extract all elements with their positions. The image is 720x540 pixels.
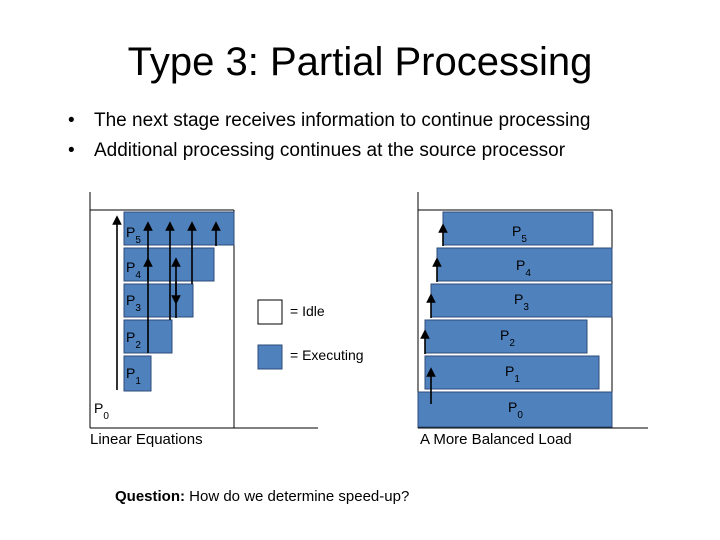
- right-arrows: [420, 223, 448, 404]
- legend: = Idle = Executing: [257, 299, 364, 370]
- bullet-text: The next stage receives information to c…: [94, 110, 591, 131]
- bullet-item: • The next stage receives information to …: [68, 106, 590, 136]
- right-bar-p2: [424, 319, 588, 354]
- right-caption: A More Balanced Load: [420, 431, 572, 448]
- bullet-dot: •: [68, 110, 75, 131]
- legend-executing-swatch: [257, 344, 283, 370]
- right-bar-p0: [417, 391, 613, 428]
- right-diagram: P5 P4 P3 P2 P1 P0: [417, 192, 648, 429]
- bullet-text: Additional processing continues at the s…: [94, 140, 566, 161]
- right-bar-p1: [424, 355, 600, 390]
- question-text: How do we determine speed-up?: [185, 488, 410, 505]
- right-bar-p3: [430, 283, 613, 318]
- left-bar-p3: [123, 283, 194, 318]
- right-bar-p5: [442, 211, 594, 246]
- slide-title: Type 3: Partial Processing: [127, 40, 593, 84]
- right-bar-p4: [436, 247, 613, 282]
- bullet-dot: •: [68, 140, 75, 161]
- question-label: Question:: [115, 488, 185, 505]
- bullet-item: • Additional processing continues at the …: [68, 136, 590, 166]
- legend-executing-label: = Executing: [290, 347, 364, 363]
- left-bar-p1: [123, 355, 152, 392]
- question-line: Question: How do we determine speed-up?: [115, 488, 409, 505]
- bullet-list: • The next stage receives information to …: [68, 106, 590, 166]
- left-diagram: P5 P4 P3 P2 P1 P0: [89, 192, 318, 429]
- legend-idle-label: = Idle: [290, 303, 325, 319]
- left-caption: Linear Equations: [90, 431, 203, 448]
- left-label-p0: P0: [94, 400, 109, 422]
- legend-idle-swatch: [257, 299, 283, 325]
- left-arrows: [112, 215, 221, 390]
- left-bar-p4: [123, 247, 215, 282]
